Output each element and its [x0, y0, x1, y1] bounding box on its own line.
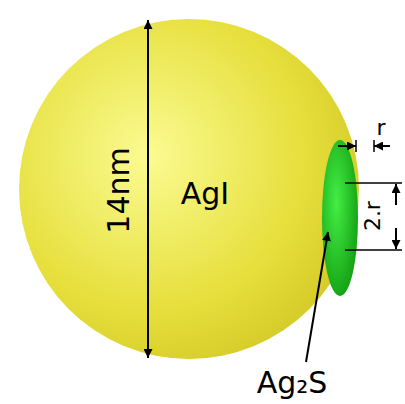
dimension-arrow — [374, 145, 390, 147]
extension-line — [373, 140, 375, 152]
dimension-label: r — [376, 116, 385, 140]
dimension-arrow — [338, 145, 356, 147]
material-label: AgI — [181, 177, 229, 210]
agi-sphere: AgI — [18, 18, 360, 360]
dimension-label: 2.r — [361, 201, 385, 231]
part-label: Ag₂S — [257, 366, 328, 399]
dimension-label: 14nm — [101, 147, 134, 233]
diameter-arrow — [147, 20, 149, 358]
dimension-arrow — [395, 184, 397, 205]
extension-line — [345, 182, 402, 184]
dimension-arrow — [395, 228, 397, 249]
ag2s-cap — [322, 140, 358, 296]
extension-line — [345, 249, 402, 251]
